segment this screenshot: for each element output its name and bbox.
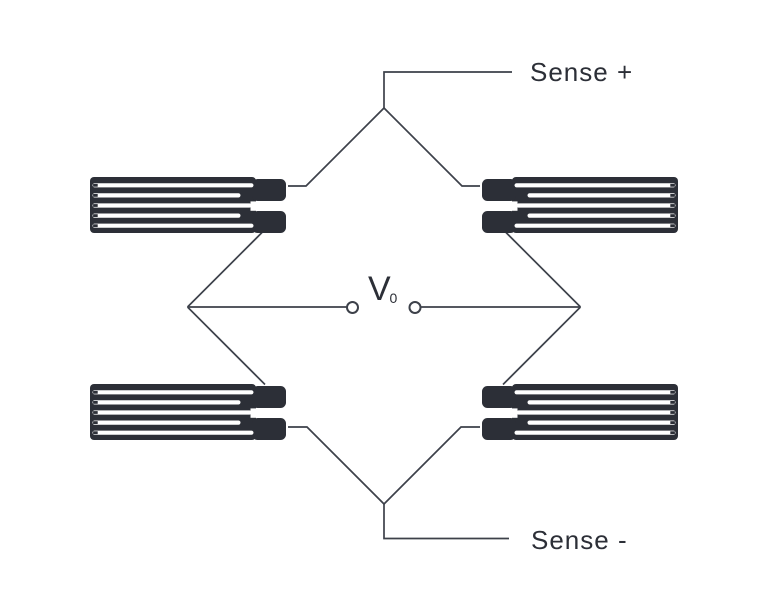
bridge-edge-bottom-right-wire — [383, 426, 480, 505]
bridge-edge-left-upper-wire — [186, 231, 263, 308]
bridge-edge-bottom-left-wire — [288, 426, 385, 505]
bridge-edge-top-right-wire — [383, 107, 480, 187]
strain-gauge-bottom-left-icon — [90, 384, 287, 440]
bridge-edge-right-upper-wire — [505, 231, 582, 308]
sense-negative-lead-wire — [383, 504, 509, 540]
bridge-edge-right-lower-wire — [502, 306, 582, 386]
bridge-edge-left-lower-wire — [186, 306, 266, 386]
output-voltage-label: V — [368, 270, 391, 308]
sense-positive-lead-wire — [383, 71, 512, 108]
output-voltage-subscript: 0 — [390, 290, 398, 306]
strain-gauge-top-right-icon — [481, 177, 678, 233]
strain-gauge-bottom-right-icon — [481, 384, 678, 440]
output-terminal-left-icon — [346, 301, 359, 314]
strain-gauge-top-left-icon — [90, 177, 287, 233]
sense-positive-label: Sense + — [530, 57, 633, 87]
sense-negative-label: Sense - — [531, 525, 628, 555]
output-terminal-right-icon — [408, 301, 422, 314]
bridge-edge-top-left-wire — [288, 107, 385, 187]
